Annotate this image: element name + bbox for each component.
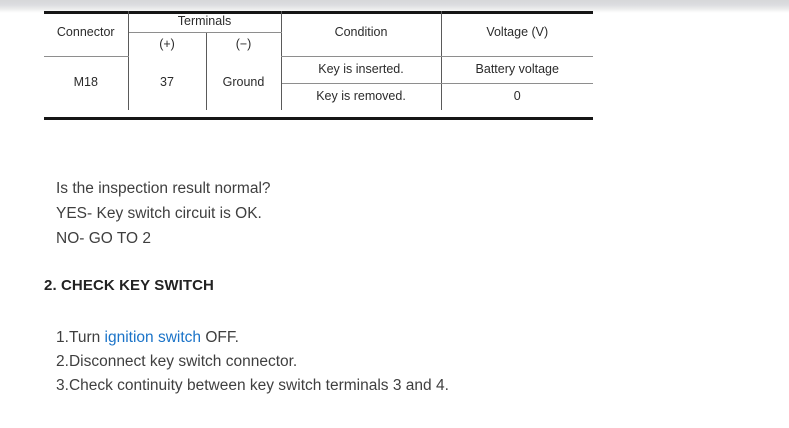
step-text-after: OFF. — [201, 329, 239, 346]
step-number: 3. — [56, 377, 69, 394]
inspection-question-block: Is the inspection result normal? YES- Ke… — [56, 176, 271, 251]
table-header-row-2: (+) (−) — [44, 32, 593, 56]
header-terminal-positive: (+) — [128, 32, 207, 56]
header-connector: Connector — [44, 11, 129, 57]
page-title: 2. CHECK KEY SWITCH — [44, 277, 214, 294]
cell-condition-key-inserted: Key is inserted. — [280, 56, 442, 84]
table-header-row-1: Connector Terminals Condition Voltage (V… — [44, 11, 593, 57]
step-text-before: Disconnect key switch connector. — [68, 353, 298, 370]
header-terminal-negative: (−) — [205, 32, 281, 56]
table-row: M18 37 Ground Key is inserted. Battery v… — [44, 56, 593, 110]
list-item: 1.Turn ignition switch OFF. — [56, 326, 449, 350]
cell-terminal-negative-value: Ground — [205, 56, 282, 110]
cell-voltage-key-removed: 0 — [440, 83, 593, 110]
header-voltage: Voltage (V) — [440, 11, 593, 57]
step-number: 1. — [56, 329, 69, 346]
list-item: 3.Check continuity between key switch te… — [56, 374, 449, 398]
inspection-answer-no: NO- GO TO 2 — [56, 230, 152, 247]
inspection-answer-yes: YES- Key switch circuit is OK. — [56, 205, 262, 222]
procedure-steps-list: 1.Turn ignition switch OFF. 2.Disconnect… — [56, 326, 449, 398]
inspection-question: Is the inspection result normal? — [56, 180, 271, 197]
spec-table-container: Connector Terminals Condition Voltage (V… — [44, 11, 593, 110]
step-text-before: Turn — [68, 329, 105, 346]
step-number: 2. — [56, 353, 69, 370]
cell-connector-value: M18 — [44, 56, 129, 110]
cell-terminal-positive-value: 37 — [127, 56, 207, 110]
list-item: 2.Disconnect key switch connector. — [56, 350, 449, 374]
cell-condition-key-removed: Key is removed. — [281, 83, 442, 110]
cell-voltage-key-inserted: Battery voltage — [440, 56, 593, 84]
ignition-switch-link[interactable]: ignition switch — [104, 329, 202, 346]
key-switch-voltage-table: Connector Terminals Condition Voltage (V… — [44, 11, 593, 110]
step-text-before: Check continuity between key switch term… — [68, 377, 449, 394]
header-condition: Condition — [280, 11, 442, 57]
header-terminals-group: Terminals — [127, 11, 282, 33]
table-row: Key is removed. 0 — [44, 83, 593, 110]
table-bottom-border — [44, 117, 593, 120]
